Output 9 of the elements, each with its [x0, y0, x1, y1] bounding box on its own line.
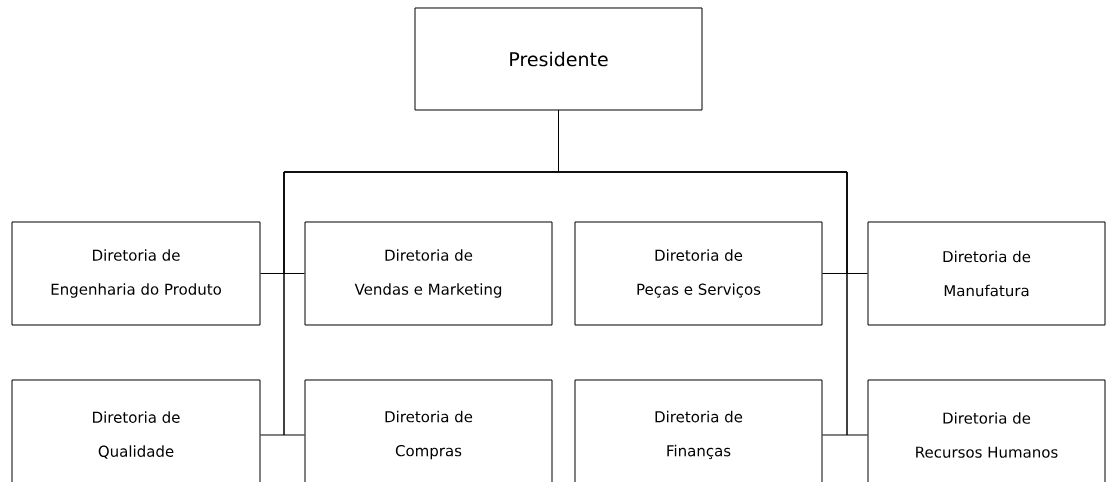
department-box: Diretoria de Recursos Humanos [867, 379, 1106, 482]
department-box: Diretoria de Vendas e Marketing [304, 221, 553, 326]
department-box: Diretoria de Qualidade [11, 379, 261, 482]
department-box: Diretoria de Engenharia do Produto [11, 221, 261, 326]
department-box: Diretoria de Manufatura [867, 221, 1106, 326]
department-box: Diretoria de Compras [304, 379, 553, 482]
department-box: Diretoria de Finanças [574, 379, 823, 482]
president-box: Presidente [414, 7, 703, 111]
department-box: Diretoria de Peças e Serviços [574, 221, 823, 326]
